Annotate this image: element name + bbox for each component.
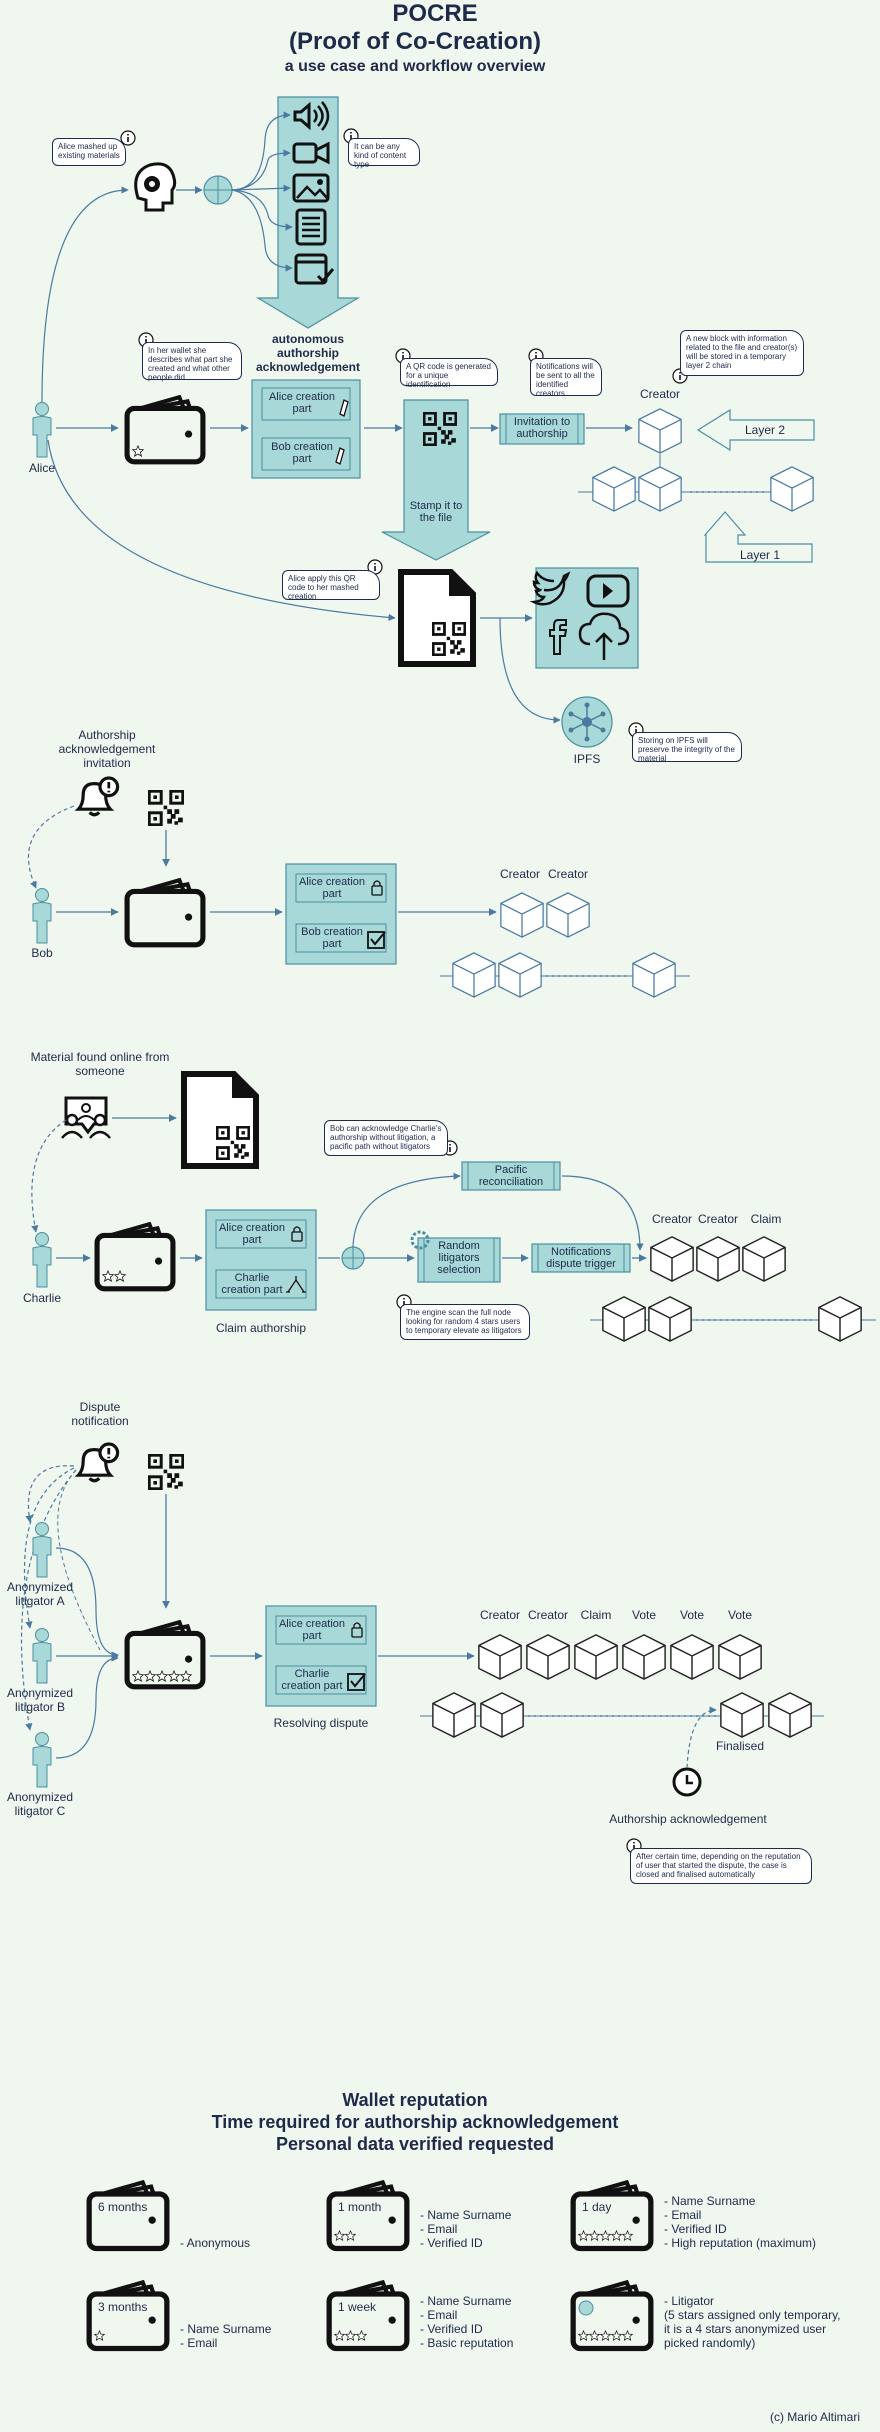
charlie-part-label-s4: Charlie creation part bbox=[281, 1668, 343, 1692]
note-ipfs: Storing on IPFS will preserve the integr… bbox=[632, 732, 742, 763]
reputation-title-3: Personal data verified requested bbox=[275, 2134, 555, 2154]
footer-credit: (c) Mario Altimari bbox=[769, 2410, 860, 2424]
claim-authorship-label: Claim authorship bbox=[215, 1321, 307, 1335]
bob-part-label: Bob creation part bbox=[271, 441, 333, 465]
bob-part-label-s2: Bob creation part bbox=[301, 926, 363, 950]
alice-part-label-s4: Alice creation part bbox=[278, 1618, 346, 1642]
reputation-title: Wallet reputation bbox=[342, 2090, 488, 2110]
reputation-wallet bbox=[89, 2182, 167, 2248]
material-title: Material found online from someone bbox=[30, 1050, 170, 1078]
notifications-trigger-label: Notifications dispute trigger bbox=[546, 1246, 616, 1270]
reputation-desc: - Name Surname - Email - Verified ID - H… bbox=[664, 2194, 817, 2250]
note-wallet: In her wallet she describes what part sh… bbox=[142, 342, 242, 382]
chain-label: Vote bbox=[631, 1608, 657, 1622]
chain-label: Claim bbox=[580, 1608, 612, 1622]
note-qr: A QR code is generated for a unique iden… bbox=[400, 358, 498, 389]
alice-part-label-s3: Alice creation part bbox=[218, 1222, 286, 1246]
litigator-a-label: Anonymized litigator A bbox=[6, 1580, 74, 1608]
invitation-label: Invitation to authorship bbox=[513, 416, 571, 440]
charlie-label: Charlie bbox=[22, 1291, 61, 1305]
resolving-dispute-label: Resolving dispute bbox=[273, 1716, 369, 1730]
ipfs-label: IPFS bbox=[573, 752, 601, 766]
charlie-part-label-s3: Charlie creation part bbox=[221, 1272, 283, 1296]
main-title: POCRE bbox=[392, 0, 478, 27]
stamp-label: Stamp it to the file bbox=[409, 500, 463, 524]
alice-part-label: Alice creation part bbox=[268, 391, 336, 415]
reputation-time: 1 week bbox=[338, 2300, 377, 2314]
reputation-time: 1 day bbox=[582, 2200, 612, 2214]
layer2-label: Layer 2 bbox=[744, 423, 786, 437]
reputation-desc: - Anonymous bbox=[180, 2236, 251, 2250]
reputation-time: 1 month bbox=[338, 2200, 382, 2214]
claim-label-s3: Claim bbox=[750, 1212, 782, 1226]
dispute-title: Dispute notification bbox=[71, 1400, 129, 1428]
chain-label: Creator bbox=[527, 1608, 568, 1622]
chain-label: Vote bbox=[679, 1608, 705, 1622]
bob-label: Bob bbox=[31, 946, 53, 960]
reputation-desc: - Name Surname - Email bbox=[180, 2322, 272, 2350]
note-block: A new block with information related to … bbox=[680, 330, 804, 376]
reputation-desc: - Name Surname - Email - Verified ID - B… bbox=[420, 2294, 514, 2350]
litigator-b-label: Anonymized litigator B bbox=[6, 1686, 74, 1714]
authorship-ack-label: Authorship acknowledgement bbox=[609, 1812, 767, 1826]
note-time: After certain time, depending on the rep… bbox=[630, 1848, 812, 1884]
invitation-title: Authorship acknowledgement invitation bbox=[58, 728, 156, 770]
note-bob-acknowledge: Bob can acknowledge Charlie's authorship… bbox=[324, 1120, 448, 1156]
reputation-desc: - Litigator (5 stars assigned only tempo… bbox=[664, 2294, 841, 2350]
creator-label-s3-1: Creator bbox=[651, 1212, 692, 1226]
note-notifications: Notifications will be sent to all the id… bbox=[530, 358, 602, 398]
alice-part-label-s2: Alice creation part bbox=[298, 876, 366, 900]
note-apply-qr: Alice apply this QR code to her mashed c… bbox=[282, 570, 380, 601]
note-engine: The engine scan the full node looking fo… bbox=[400, 1304, 530, 1340]
main-subtitle: a use case and workflow overview bbox=[284, 58, 546, 75]
creator-label-s3-2: Creator bbox=[697, 1212, 738, 1226]
autonomous-label: autonomous authorship acknowledgement bbox=[255, 332, 361, 374]
main-title-line2: (Proof of Co-Creation) bbox=[289, 28, 541, 55]
reputation-time: 3 months bbox=[98, 2300, 148, 2314]
creator-label-s2-1: Creator bbox=[499, 867, 540, 881]
pacific-label: Pacific reconciliation bbox=[478, 1164, 544, 1188]
reputation-desc: - Name Surname - Email - Verified ID bbox=[420, 2208, 512, 2250]
creator-label-s2-2: Creator bbox=[547, 867, 588, 881]
random-litigators-label: Random litigators selection bbox=[437, 1240, 481, 1276]
creator-label-s1: Creator bbox=[639, 387, 680, 401]
litigator-c-label: Anonymized litigator C bbox=[6, 1790, 74, 1818]
finalised-label: Finalised bbox=[715, 1739, 765, 1753]
layer1-label: Layer 1 bbox=[739, 548, 781, 562]
note-content-type: It can be any kind of content type bbox=[348, 138, 420, 169]
litigator-badge-icon bbox=[578, 2300, 594, 2316]
alice-label: Alice bbox=[28, 461, 55, 475]
chain-label: Creator bbox=[479, 1608, 520, 1622]
chain-label: Vote bbox=[727, 1608, 753, 1622]
reputation-time: 6 months bbox=[98, 2200, 148, 2214]
reputation-title-2: Time required for authorship acknowledge… bbox=[211, 2112, 619, 2132]
note-mashed: Alice mashed up existing materials bbox=[52, 138, 126, 166]
